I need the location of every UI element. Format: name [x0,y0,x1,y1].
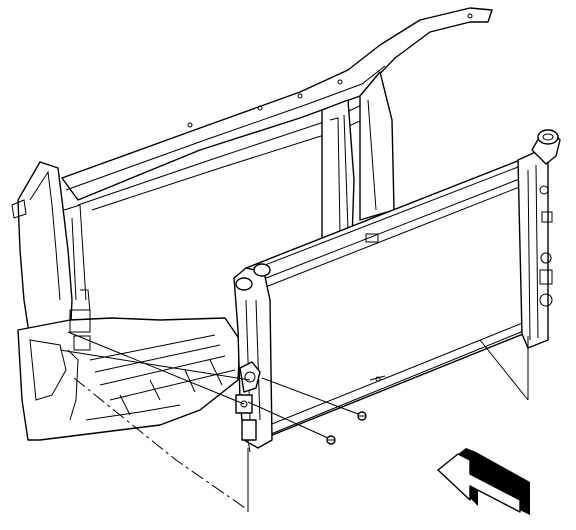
radiator-filler-neck [531,129,561,165]
right-side-tank [517,149,553,349]
mounting-bolt [326,435,336,445]
direction-arrow [437,448,530,515]
mounting-bolt [357,411,367,421]
alignment-lines [59,331,529,512]
left-side-tank [233,263,273,453]
radiator-support-frame [11,7,493,441]
